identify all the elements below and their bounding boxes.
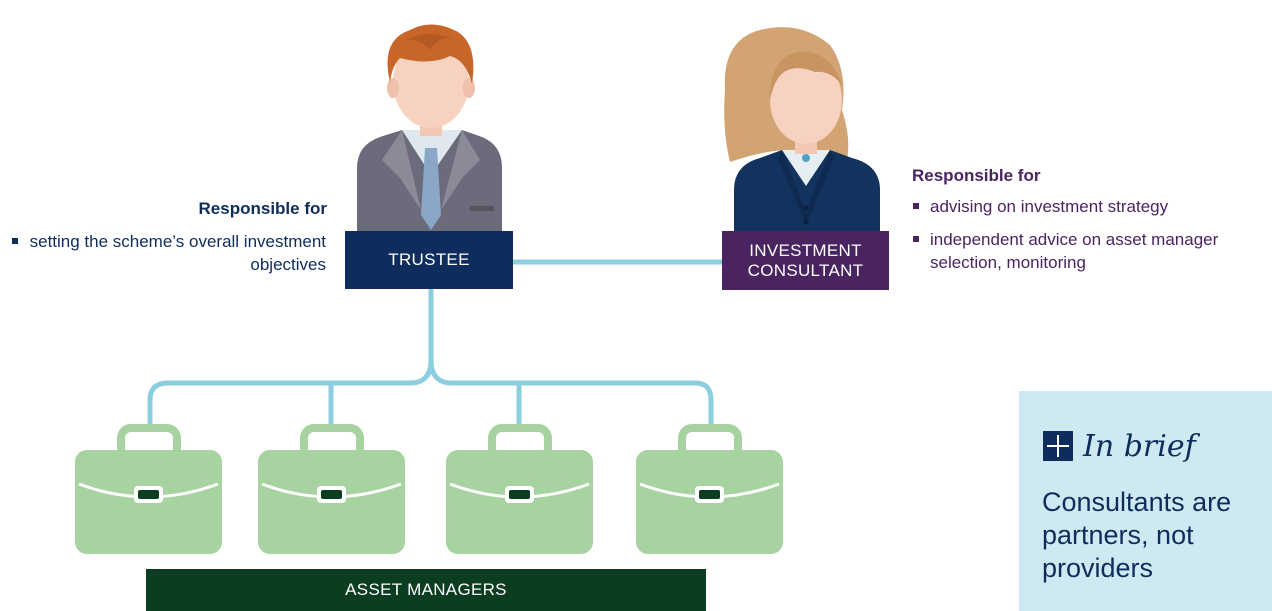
- investment-consultant-label: INVESTMENT CONSULTANT: [722, 231, 889, 290]
- trustee-label: TRUSTEE: [345, 231, 513, 289]
- bullet-icon: [12, 238, 18, 244]
- trustee-down-connector-right: [428, 359, 714, 432]
- trustee-responsible-heading: Responsible for: [198, 199, 327, 218]
- briefcase-icon: [636, 424, 783, 554]
- trustee-figure: [357, 24, 502, 231]
- bullet-icon: [913, 203, 919, 209]
- trustee-responsibilities: setting the scheme’s overall investment …: [4, 230, 326, 276]
- consultant-responsibilities: advising on investment strategy independ…: [912, 195, 1272, 284]
- connector-lines: [147, 259, 722, 432]
- consultant-label-line1: INVESTMENT: [749, 240, 862, 260]
- briefcase-icon: [75, 424, 222, 554]
- briefcase-icon: [258, 424, 405, 554]
- briefcase-icon: [446, 424, 593, 554]
- consultant-responsible-heading: Responsible for: [912, 166, 1041, 185]
- asset-managers-label: ASSET MANAGERS: [146, 569, 706, 611]
- list-item: advising on investment strategy: [912, 195, 1272, 218]
- trustee-down-connector: [147, 289, 434, 432]
- bullet-icon: [913, 236, 919, 242]
- consultant-figure: [724, 27, 880, 231]
- list-item: setting the scheme’s overall investment …: [4, 230, 326, 276]
- in-brief-text: Consultants are partners, not providers: [1042, 487, 1232, 583]
- consultant-responsibility-text: advising on investment strategy: [930, 197, 1169, 216]
- plus-icon: [1043, 431, 1073, 461]
- in-brief-panel: In brief Consultants are partners, not p…: [1019, 391, 1272, 611]
- list-item: independent advice on asset manager sele…: [912, 228, 1272, 274]
- consultant-label-line2: CONSULTANT: [747, 260, 864, 280]
- trustee-responsibility-text: setting the scheme’s overall investment …: [29, 232, 326, 274]
- consultant-responsibility-text: independent advice on asset manager sele…: [930, 230, 1219, 272]
- in-brief-title: In brief: [1083, 429, 1196, 464]
